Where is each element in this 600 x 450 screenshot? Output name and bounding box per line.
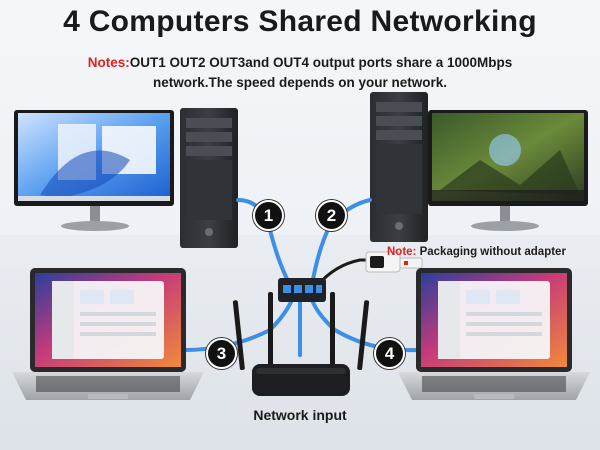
port-badge-2: 2	[316, 200, 347, 231]
notes-line-1: OUT1 OUT2 OUT3and OUT4 output ports shar…	[129, 55, 513, 70]
port-badge-4: 4	[374, 338, 405, 369]
notes-label: Notes:	[87, 55, 130, 70]
port-badge-1: 1	[253, 200, 284, 231]
right-monitor	[428, 110, 588, 231]
left-laptop	[12, 268, 204, 400]
power-cable	[316, 258, 372, 286]
left-monitor	[14, 110, 174, 231]
network-input-caption: Network input	[253, 407, 347, 423]
left-tower	[180, 108, 238, 248]
right-tower	[370, 92, 428, 242]
right-laptop	[398, 268, 590, 400]
notes-text: Notes:OUT1 OUT2 OUT3and OUT4 output port…	[0, 53, 600, 93]
page-title: 4 Computers Shared Networking	[63, 5, 537, 38]
network-switch	[278, 278, 326, 302]
adapter-note-label: Note:	[387, 246, 417, 258]
port-badge-3: 3	[206, 338, 237, 369]
adapter-note: Note: Packaging without adapter	[387, 246, 566, 258]
notes-line-2: network.The speed depends on your networ…	[152, 75, 448, 90]
adapter-note-text: Packaging without adapter	[416, 246, 566, 258]
router	[232, 292, 370, 396]
power-strip	[365, 251, 423, 273]
